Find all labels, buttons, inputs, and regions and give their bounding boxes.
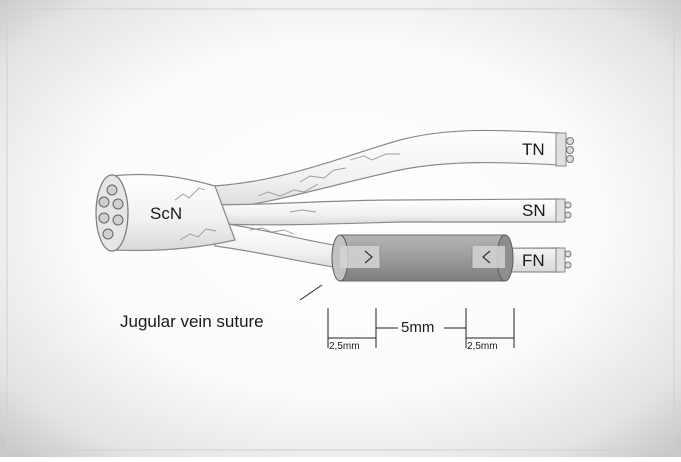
scn-fascicle — [107, 185, 117, 195]
center-dimension-label: 5mm — [401, 320, 434, 335]
scn-fascicle — [113, 199, 123, 209]
sn-fascicle — [565, 202, 571, 208]
tn-end — [556, 133, 566, 166]
sn-end — [556, 199, 565, 222]
vein-tube — [332, 235, 513, 281]
fn-fascicle — [565, 262, 571, 268]
scn-label: ScN — [150, 205, 182, 222]
suture-label: Jugular vein suture — [120, 313, 264, 330]
fn-label: FN — [522, 252, 545, 269]
scn-fascicle — [103, 229, 113, 239]
tn-fascicle — [567, 147, 574, 154]
sn-fascicle — [565, 212, 571, 218]
scn-fascicle — [113, 215, 123, 225]
fn-end — [556, 248, 565, 272]
scn-fascicle — [99, 213, 109, 223]
scn-fascicle — [99, 197, 109, 207]
tn-label: TN — [522, 141, 545, 158]
tn-fascicle — [567, 138, 574, 145]
right-dimension-label: 2,5mm — [467, 342, 498, 352]
fn-fascicle — [565, 251, 571, 257]
left-dimension-label: 2,5mm — [329, 342, 360, 352]
tn-fascicle — [567, 156, 574, 163]
sn-label: SN — [522, 202, 546, 219]
